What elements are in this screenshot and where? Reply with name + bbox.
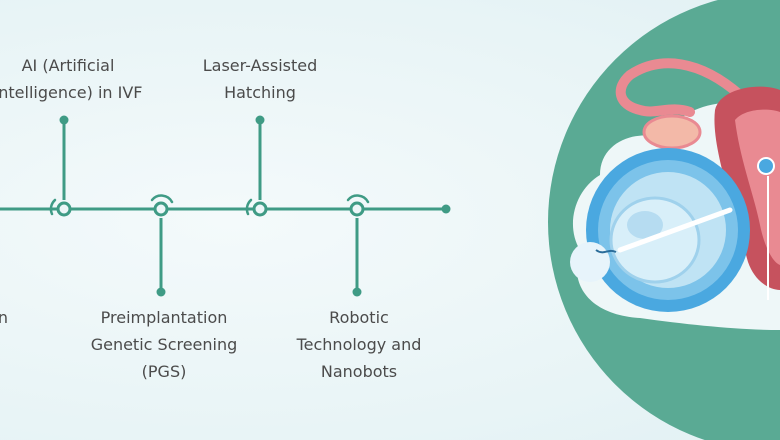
timeline-node-3: [252, 201, 268, 217]
egg-nucleus: [627, 211, 663, 239]
embryo-dot: [757, 157, 775, 175]
fallopian-tube: [615, 58, 745, 117]
milestone-label-line: AI (Artificial: [21, 56, 115, 75]
sperm-tail: [595, 249, 617, 254]
milestone-label-partial: ation: [0, 304, 48, 331]
timeline-node-2: [153, 201, 169, 217]
node-arc-3: [245, 198, 253, 216]
milestone-label-line: (PGS): [141, 362, 187, 381]
milestone-label-robotic: Robotic Technology and Nanobots: [269, 304, 449, 385]
pipette-icon: [617, 207, 733, 253]
connector-end-dot-2: [156, 287, 166, 297]
connector-end-dot-3: [255, 115, 265, 125]
milestone-label-line: Hatching: [224, 83, 296, 102]
milestone-label-line: Genetic Screening: [90, 335, 238, 354]
timeline-node-1: [56, 201, 72, 217]
ovary: [642, 114, 702, 150]
milestone-label-line: Robotic: [329, 308, 389, 327]
timeline-end-dot: [441, 204, 451, 214]
milestone-label-line: ation: [0, 308, 8, 327]
connector-end-dot-4: [352, 287, 362, 297]
milestone-label-ai: AI (Artificial Intelligence) in IVF: [0, 52, 158, 106]
node-arc-4: [346, 194, 370, 204]
node-arc-2: [150, 194, 174, 204]
milestone-label-line: Nanobots: [320, 362, 398, 381]
milestone-label-laser: Laser-Assisted Hatching: [170, 52, 350, 106]
node-arc-1: [49, 198, 57, 216]
milestone-label-line: Intelligence) in IVF: [0, 83, 143, 102]
timeline-node-4: [349, 201, 365, 217]
milestone-label-line: Technology and: [296, 335, 422, 354]
milestone-label-line: Laser-Assisted: [202, 56, 318, 75]
milestone-label-pgs: Preimplantation Genetic Screening (PGS): [74, 304, 254, 385]
milestone-label-line: Preimplantation: [100, 308, 228, 327]
connector-end-dot-1: [59, 115, 69, 125]
